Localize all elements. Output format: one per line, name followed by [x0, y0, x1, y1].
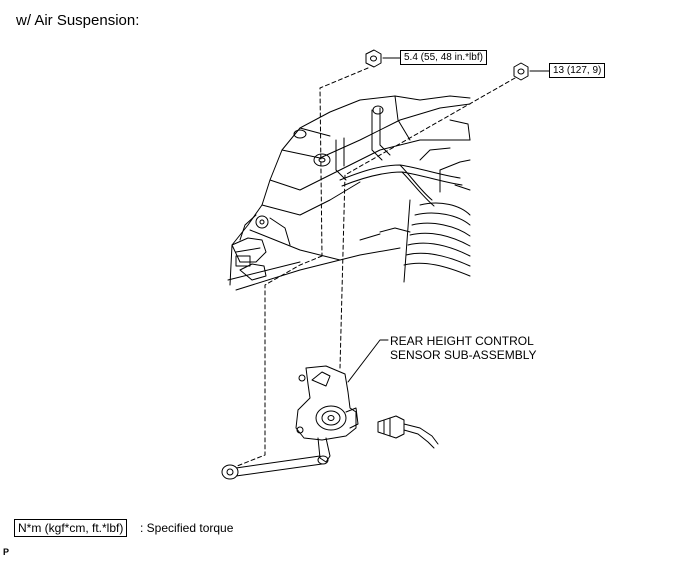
height-control-sensor-drawing — [221, 365, 359, 480]
legend-description: : Specified torque — [140, 521, 234, 535]
part-label-line-1: REAR HEIGHT CONTROL — [390, 334, 534, 348]
nut-top-left — [365, 49, 382, 68]
corner-mark: P — [3, 547, 10, 557]
legend-unit-box: N*m (kgf*cm, ft.*lbf) — [14, 519, 128, 537]
installation-guide-lines — [231, 67, 516, 469]
part-label-line-2: SENSOR SUB-ASSEMBLY — [390, 348, 537, 362]
nut-top-right — [513, 62, 529, 81]
vehicle-frame-drawing — [227, 95, 471, 291]
torque-label-1: 5.4 (55, 48 in.*lbf) — [400, 50, 487, 65]
sensor-connector-drawing — [377, 415, 439, 449]
leader-line-part-label — [347, 339, 389, 383]
diagram-title: w/ Air Suspension: — [16, 12, 140, 29]
part-label: REAR HEIGHT CONTROL SENSOR SUB-ASSEMBLY — [390, 334, 536, 362]
torque-label-2: 13 (127, 9) — [549, 63, 606, 78]
